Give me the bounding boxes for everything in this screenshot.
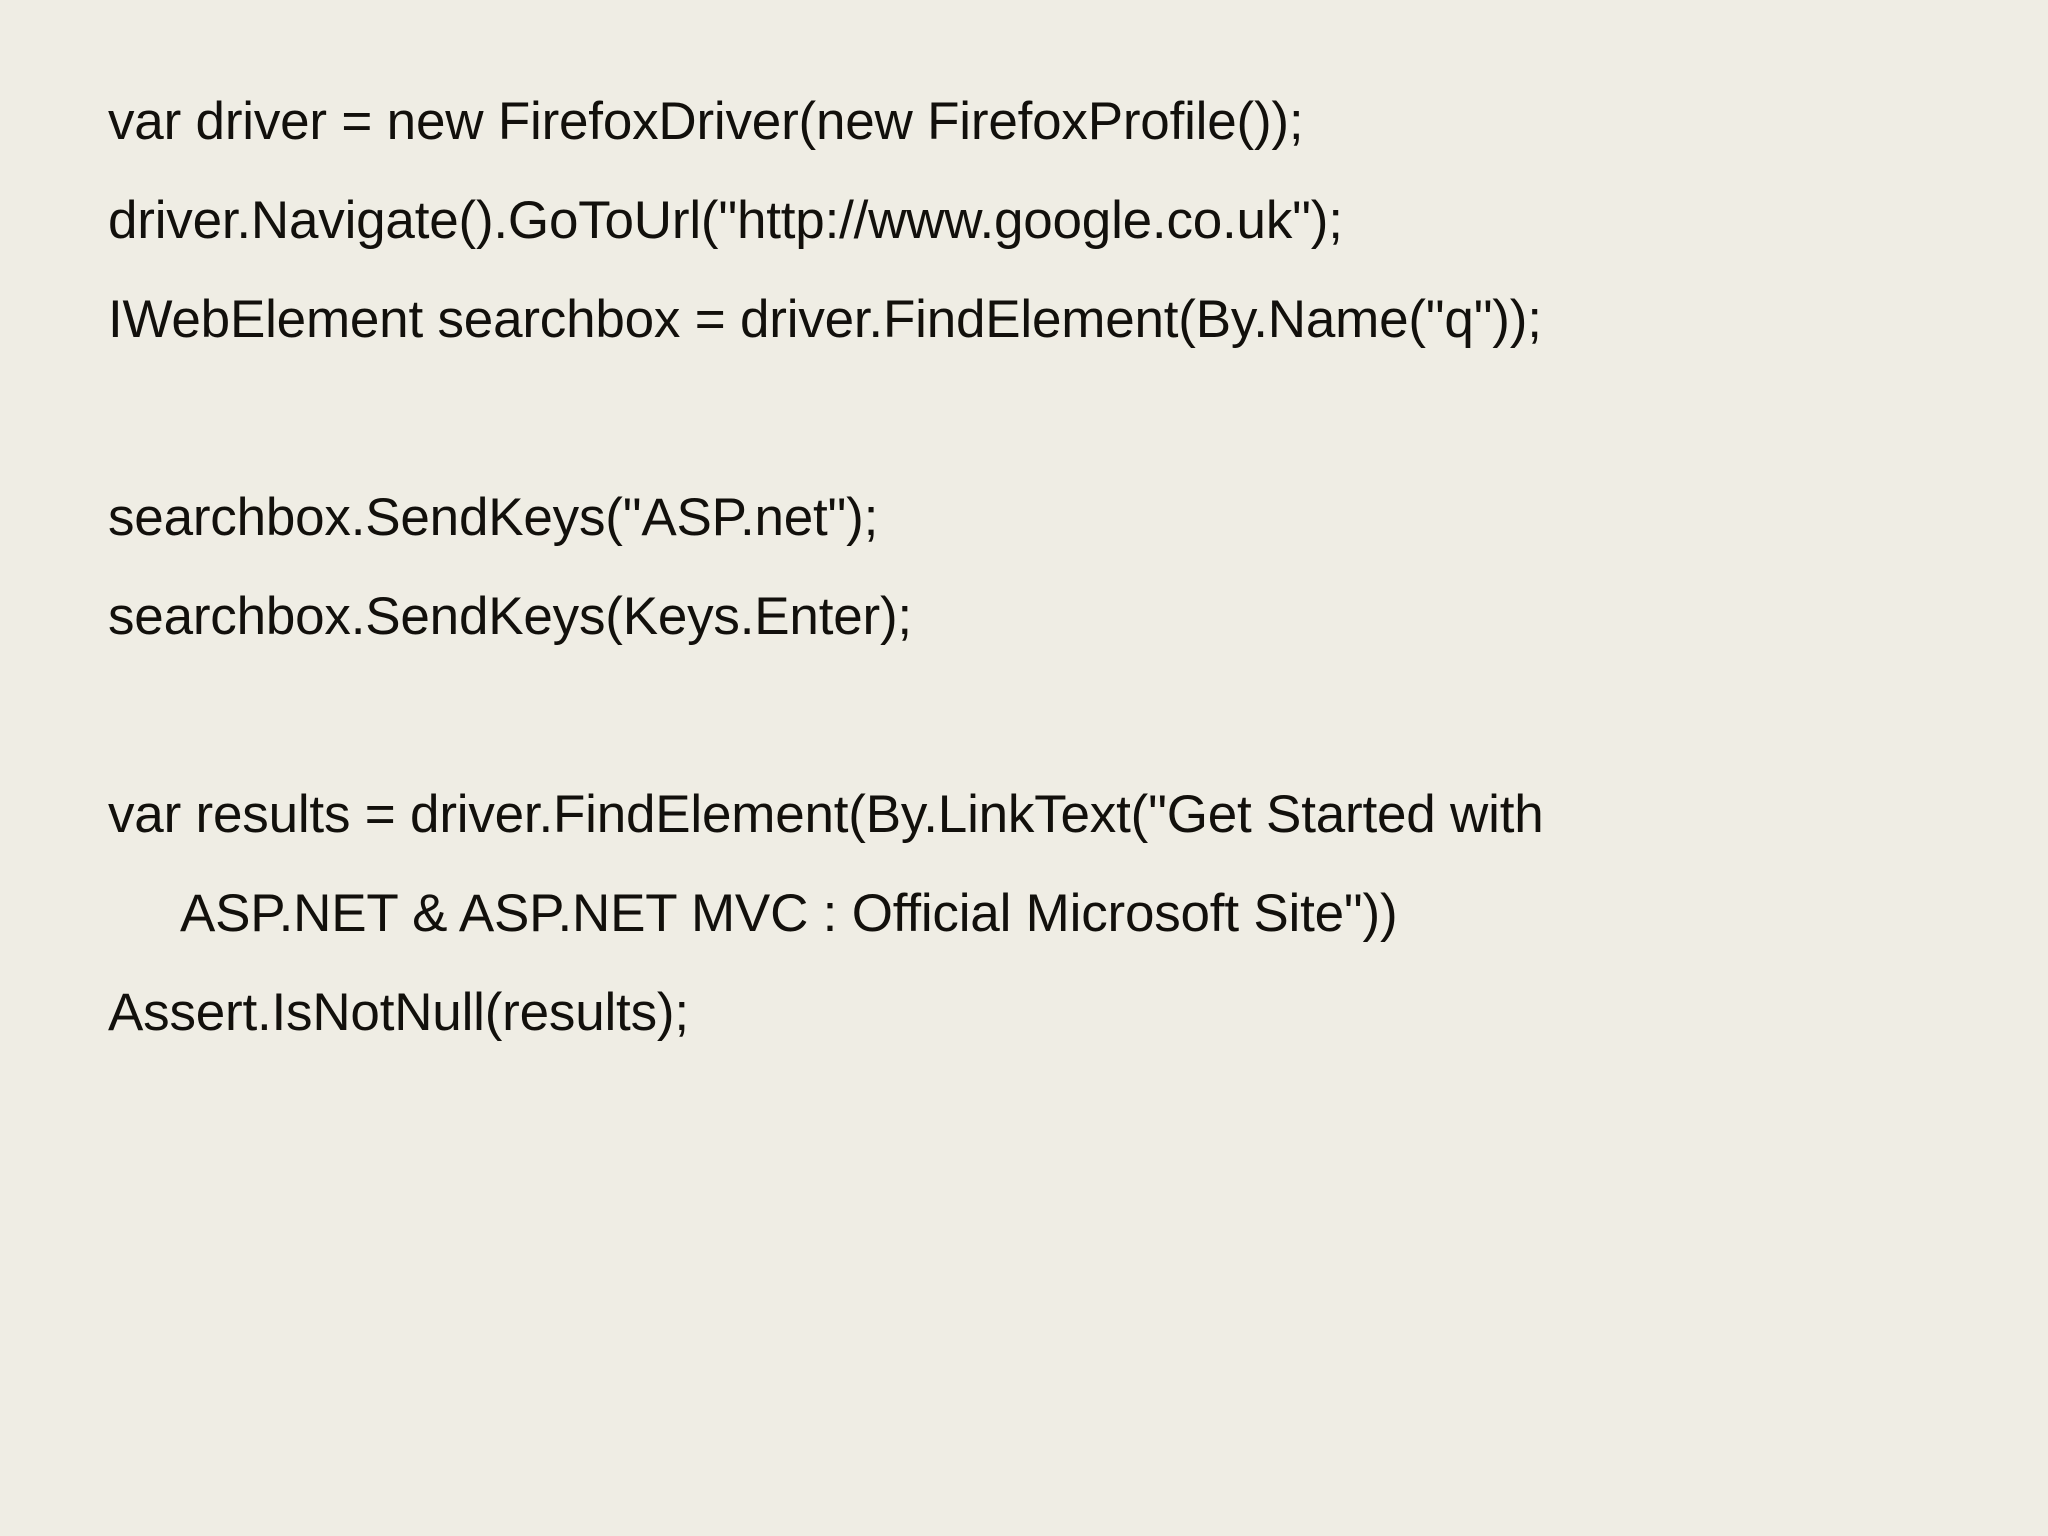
code-line: Assert.IsNotNull(results); [108,983,689,1042]
code-line: driver.Navigate().GoToUrl("http://www.go… [108,191,1343,250]
code-line: searchbox.SendKeys("ASP.net"); [108,488,879,547]
code-line-continuation: ASP.NET & ASP.NET MVC : Official Microso… [180,884,1398,943]
code-block: var driver = new FirefoxDriver(new Firef… [108,72,1968,1062]
code-line-blank [108,369,1968,468]
code-line-blank [108,666,1968,765]
code-line: var results = driver.FindElement(By.Link… [108,785,1544,844]
code-line: var driver = new FirefoxDriver(new Firef… [108,92,1304,151]
code-line: searchbox.SendKeys(Keys.Enter); [108,587,912,646]
code-line: IWebElement searchbox = driver.FindEleme… [108,290,1542,349]
